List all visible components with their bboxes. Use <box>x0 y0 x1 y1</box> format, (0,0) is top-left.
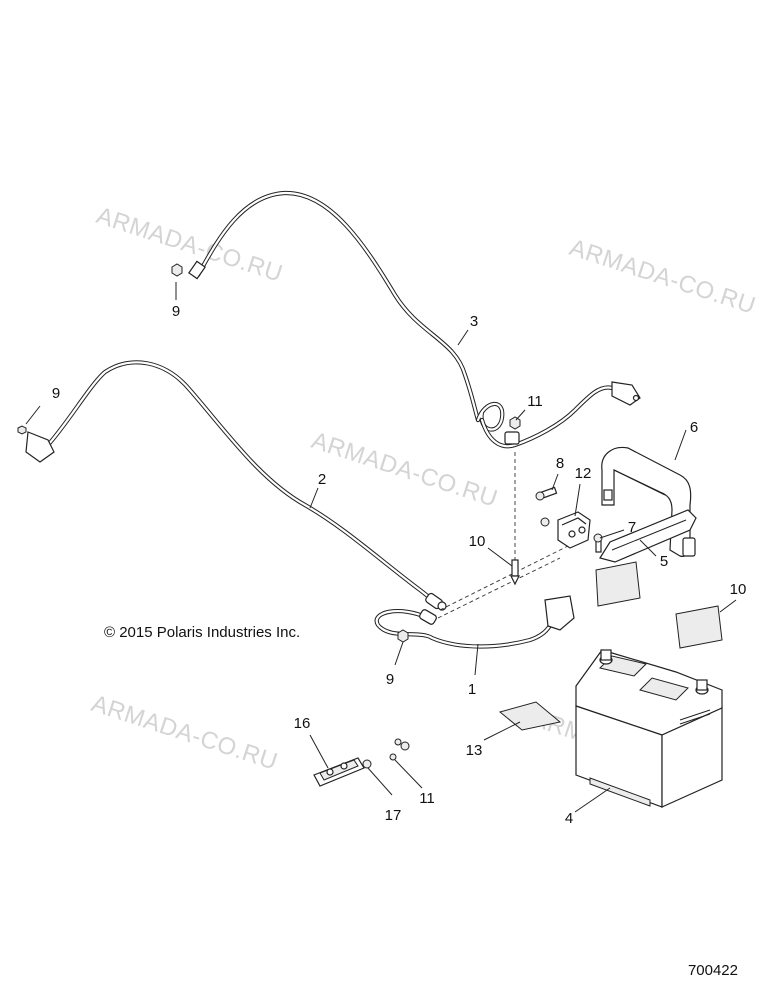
callout-14: 12 <box>575 465 592 482</box>
cable-1-boot <box>544 595 575 631</box>
bolt-12 <box>511 559 519 577</box>
cable-3-ring-terminal <box>611 381 641 406</box>
nut-11 <box>389 753 397 761</box>
watermark-4: ARMADA-CO.RU <box>88 690 281 776</box>
callout-3: 3 <box>470 313 478 330</box>
callout-5: 5 <box>660 553 668 570</box>
label-15 <box>498 701 562 731</box>
callout-17: 17 <box>385 807 402 824</box>
leader-lines <box>25 282 737 813</box>
callout-16: 16 <box>294 715 311 732</box>
callouts: 9 9 3 2 11 8 12 6 7 5 10 10 9 1 13 16 11… <box>52 303 747 827</box>
callout-12: 10 <box>469 533 486 550</box>
nut-9-left <box>17 425 27 435</box>
label-plate <box>595 561 641 607</box>
nut-9-upper <box>171 263 183 277</box>
callout-9: 9 <box>172 303 180 320</box>
cable-2 <box>25 360 447 611</box>
watermark-3: ARMADA-CO.RU <box>308 427 501 513</box>
battery-bracket-6 <box>601 446 696 557</box>
cable-3 <box>188 190 641 449</box>
nut-13 <box>509 416 521 430</box>
fuse-holder-16 <box>313 757 365 787</box>
assembly-lines <box>437 452 581 619</box>
callout-4: 4 <box>565 810 573 827</box>
copyright-text: © 2015 Polaris Industries Inc. <box>104 624 300 641</box>
bracket-plate-5 <box>599 509 697 563</box>
callout-2: 2 <box>318 471 326 488</box>
callout-15: 13 <box>466 742 483 759</box>
cable-3-clip <box>504 431 520 445</box>
battery-4 <box>575 649 723 808</box>
watermark-2: ARMADA-CO.RU <box>566 234 759 320</box>
callout-10: 10 <box>730 581 747 598</box>
label-10 <box>675 605 723 649</box>
bolt-7 <box>593 533 603 553</box>
cable-2-boot-terminal <box>25 431 55 463</box>
callout-13: 11 <box>527 393 543 410</box>
washer-17 <box>362 759 372 769</box>
solenoid-14 <box>557 511 591 549</box>
callout-9: 9 <box>52 385 60 402</box>
callout-1: 1 <box>468 681 476 698</box>
cable-3-terminal-end <box>188 260 206 280</box>
callout-6: 6 <box>690 419 698 436</box>
bolt-8 <box>535 486 558 501</box>
figure-number: 700422 <box>688 962 738 979</box>
nut-9-lower <box>397 629 409 643</box>
callout-11: 11 <box>419 790 435 807</box>
callout-9: 9 <box>386 671 394 688</box>
watermark-1: ARMADA-CO.RU <box>93 202 286 288</box>
callout-7: 7 <box>628 519 636 536</box>
fasteners <box>17 263 603 769</box>
callout-8: 8 <box>556 455 564 472</box>
cable-1 <box>374 595 575 649</box>
